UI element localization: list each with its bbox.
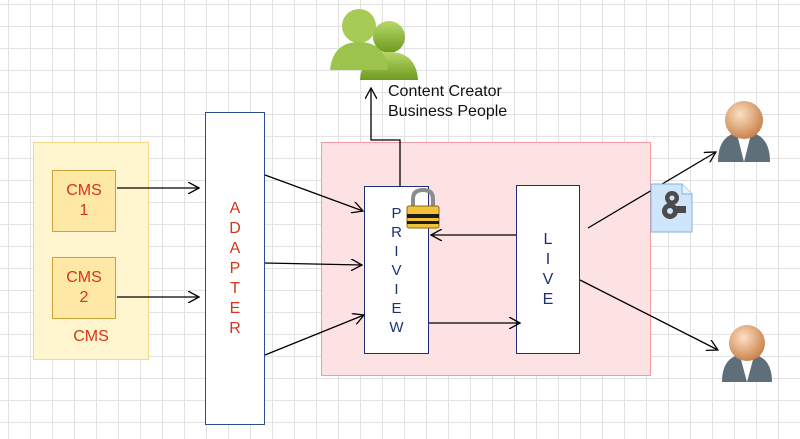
arrow-preview-audience: [371, 88, 401, 186]
padlock-icon: [406, 187, 440, 229]
arrow-adapter-preview-top: [264, 174, 363, 211]
user-avatar-icon: [718, 101, 770, 162]
audience-line-1: Content Creator: [388, 83, 502, 100]
live-letter: L: [543, 230, 553, 248]
people-group-icon: [330, 9, 418, 80]
live-letter: I: [545, 250, 551, 268]
video-file-icon: [650, 183, 693, 233]
preview-letter: P: [391, 204, 402, 222]
cms-2-number: 2: [79, 289, 89, 306]
adapter-letter: A: [229, 199, 241, 217]
cms-1-label: CMS: [66, 182, 102, 199]
live-letter: E: [542, 290, 554, 308]
preview-letter: V: [391, 261, 402, 279]
cms-1-number: 1: [79, 202, 89, 219]
adapter-letter: T: [230, 279, 240, 297]
preview-letter: E: [391, 299, 402, 317]
cms-1-box[interactable]: CMS 1: [52, 170, 116, 232]
user-avatar-icon: [722, 325, 772, 382]
live-letter: V: [542, 270, 554, 288]
cms-group-label: CMS: [73, 328, 109, 345]
cms-2-label: CMS: [66, 269, 102, 286]
cms-2-box[interactable]: CMS 2: [52, 257, 116, 319]
preview-letter: R: [391, 223, 402, 241]
arrow-adapter-preview-mid: [264, 263, 362, 265]
adapter-letter: R: [229, 319, 241, 337]
arrow-live-user-bottom: [579, 279, 718, 350]
adapter-letter: P: [229, 259, 241, 277]
preview-letter: I: [394, 242, 399, 260]
adapter-letter: A: [229, 239, 241, 257]
audience-line-2: Business People: [388, 103, 508, 120]
arrow-adapter-preview-bottom: [264, 315, 364, 356]
preview-letter: I: [394, 280, 399, 298]
audience-label: Content Creator Business People: [388, 82, 507, 122]
preview-letter: W: [389, 318, 404, 336]
adapter-letter: D: [229, 219, 241, 237]
adapter-letter: E: [229, 299, 241, 317]
